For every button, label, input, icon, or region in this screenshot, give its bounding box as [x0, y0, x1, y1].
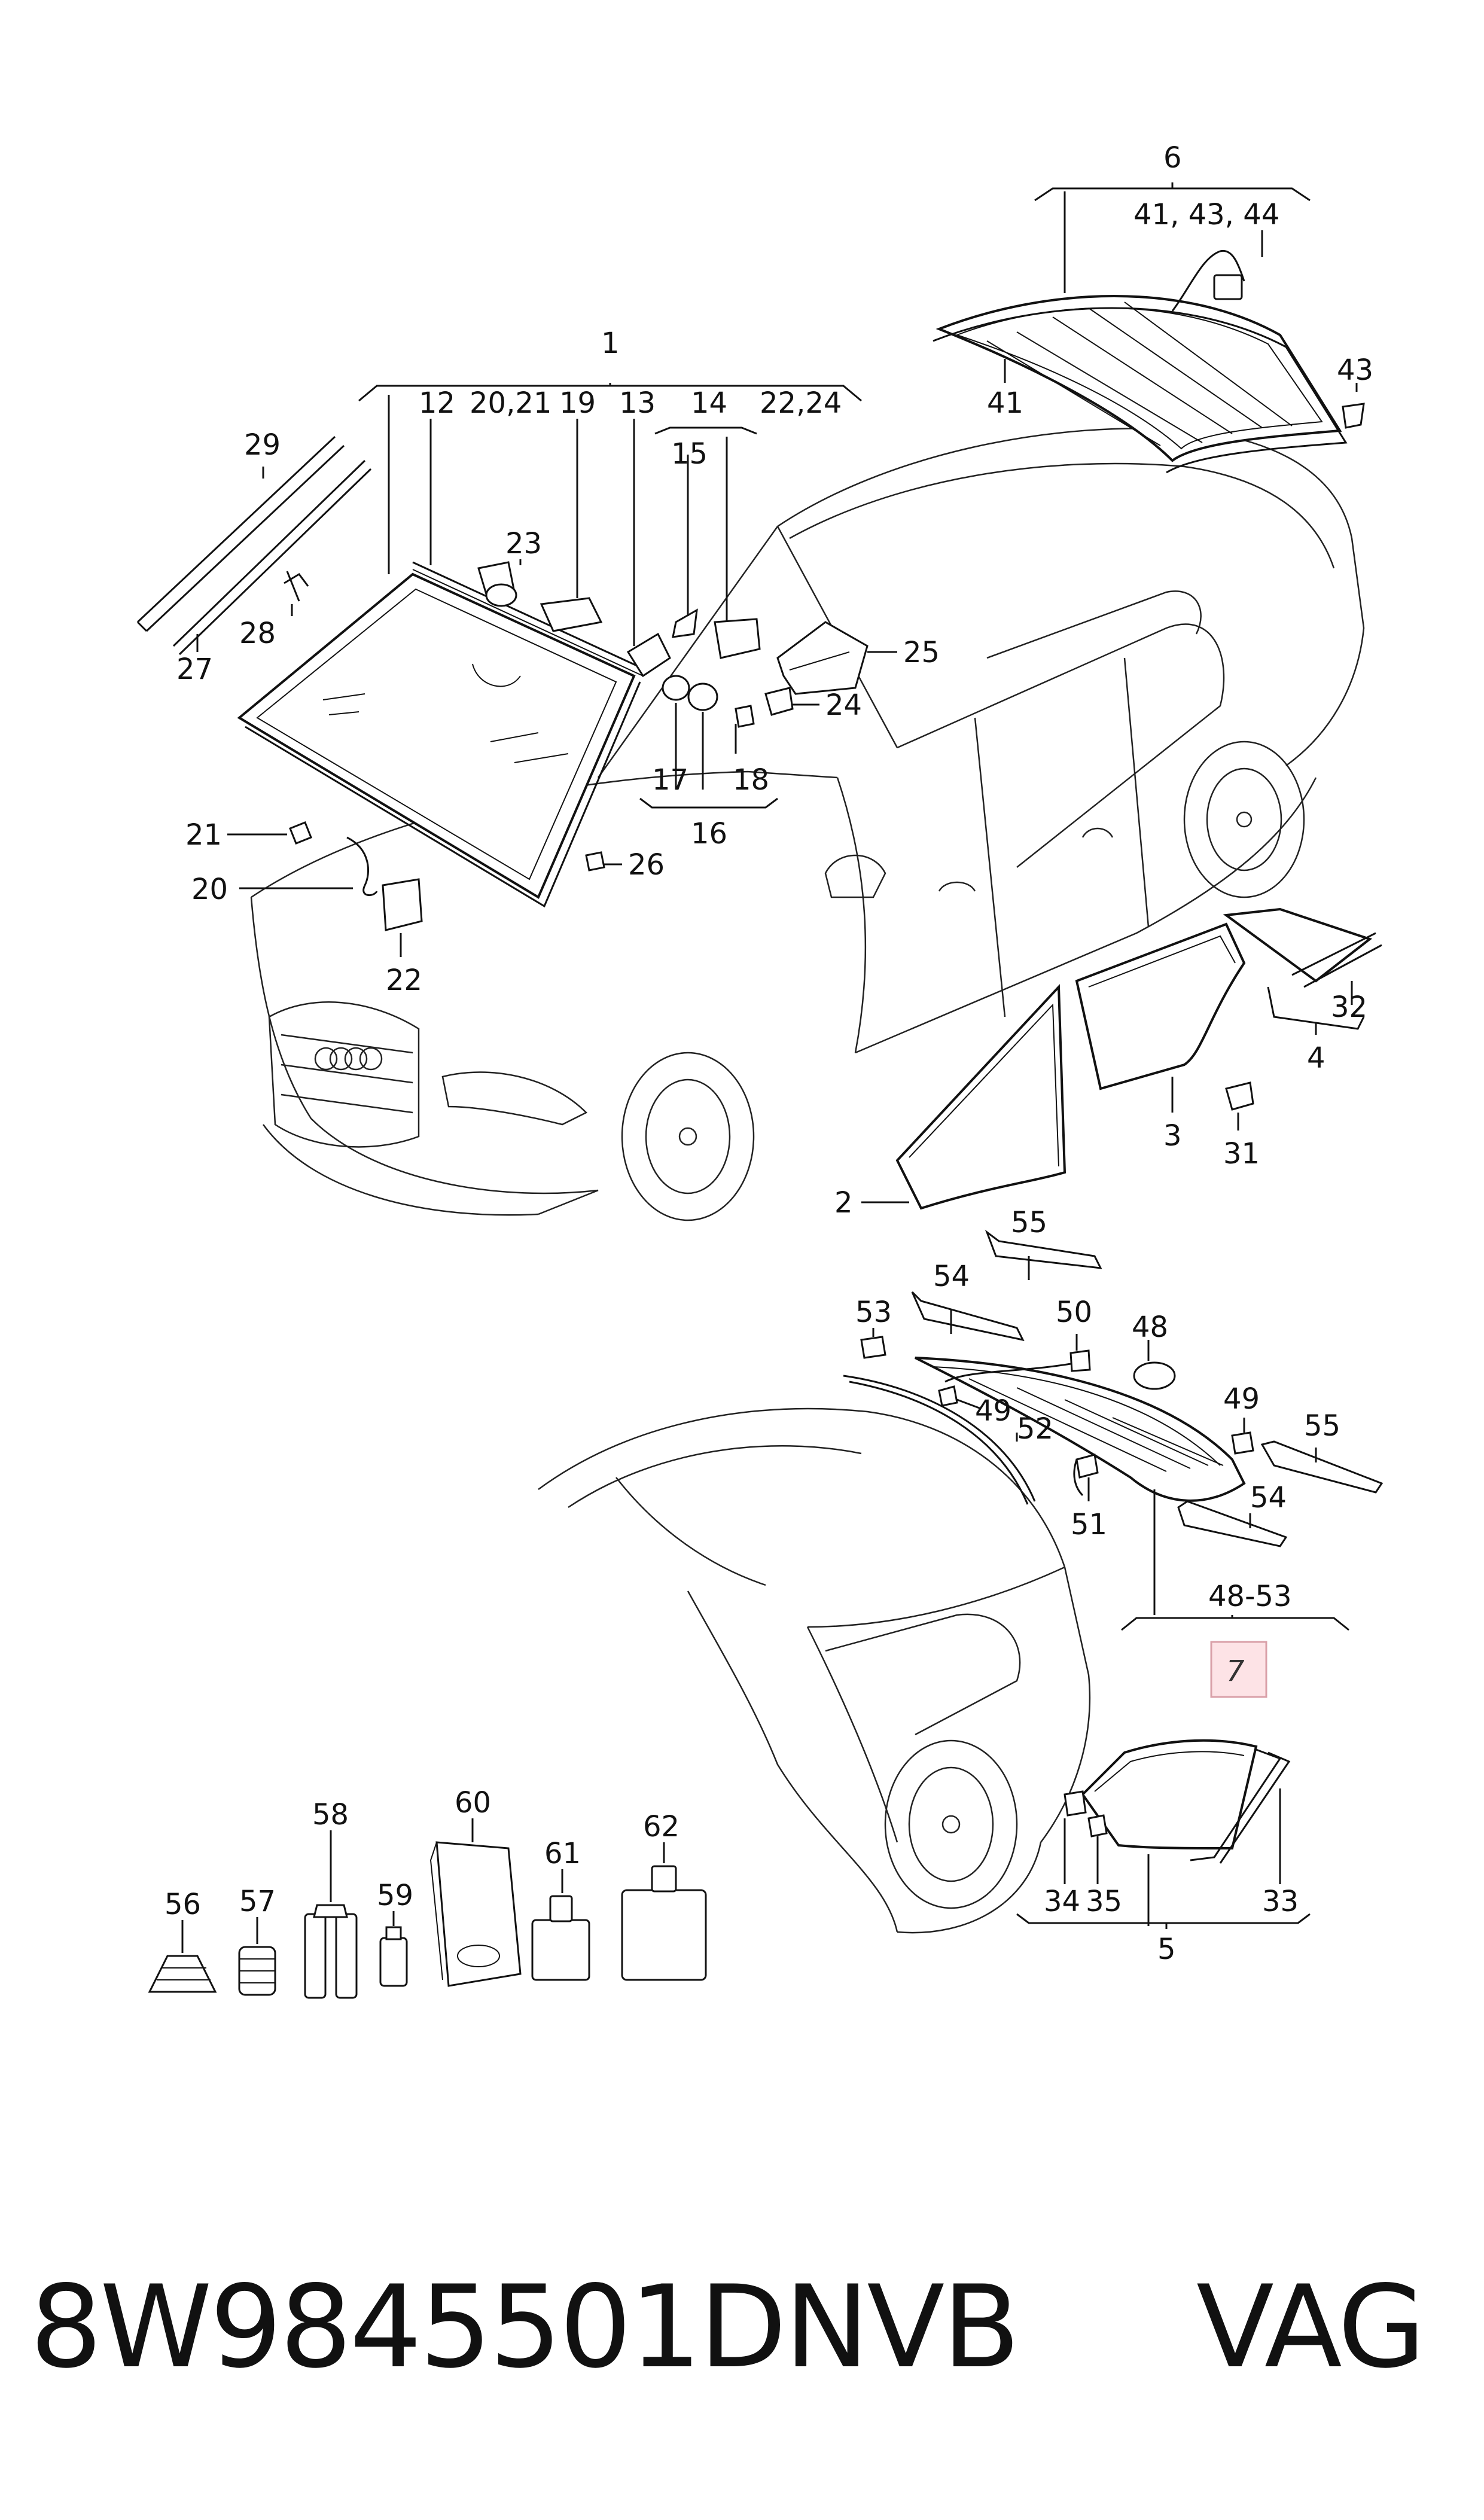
callout-60: 60: [455, 1786, 491, 1820]
callout-12: 12: [419, 386, 455, 420]
sunroof-glass-part: [933, 249, 1365, 474]
callout-34: 34: [1044, 1885, 1080, 1918]
callout-48: 48: [1132, 1311, 1168, 1344]
rear-car-outline: [538, 1407, 1091, 1934]
callout-35: 35: [1086, 1885, 1122, 1918]
callout-54-top: 54: [933, 1260, 970, 1293]
part-7-highlight: [1210, 1641, 1267, 1698]
callout-57: 57: [239, 1885, 276, 1918]
callout-2: 2: [834, 1186, 853, 1220]
callout-labels: 6 41, 43, 44 41 43 1 12 20,21 19 13 14 2…: [164, 141, 1373, 1966]
callout-21: 21: [185, 818, 222, 852]
callout-3: 3: [1163, 1119, 1182, 1153]
callout-59: 59: [377, 1879, 413, 1912]
callout-17: 17: [652, 763, 688, 797]
callout-15: 15: [671, 437, 708, 471]
callout-41: 41: [987, 386, 1023, 420]
door-glass-parts: [895, 907, 1382, 1210]
windscreen-small-parts: [284, 561, 869, 931]
callout-7: 7: [1226, 1654, 1245, 1688]
callout-49-right: 49: [1223, 1382, 1260, 1416]
callout-48-53: 48-53: [1208, 1580, 1291, 1613]
callout-13: 13: [619, 386, 656, 420]
front-car-outline: [250, 428, 1365, 1221]
callout-58: 58: [312, 1798, 349, 1832]
callout-1: 1: [601, 327, 620, 360]
callout-20-21: 20,21: [470, 386, 551, 420]
callout-43: 43: [1337, 354, 1373, 387]
callout-55-right: 55: [1304, 1409, 1340, 1443]
callout-54-right: 54: [1250, 1481, 1287, 1515]
callout-29: 29: [244, 428, 281, 462]
callout-52: 52: [1017, 1412, 1053, 1446]
callout-16: 16: [691, 817, 727, 851]
callout-31: 31: [1223, 1137, 1260, 1171]
callout-23: 23: [505, 527, 542, 560]
callout-28: 28: [239, 617, 276, 650]
rear-quarter-glass-part: [1064, 1739, 1291, 1864]
callout-22-24: 22,24: [760, 386, 842, 420]
callout-26: 26: [628, 848, 665, 882]
callout-33: 33: [1262, 1885, 1299, 1918]
callout-50: 50: [1056, 1296, 1092, 1329]
callout-24: 24: [825, 688, 862, 722]
rear-window-part: [843, 1229, 1384, 1547]
callout-56: 56: [164, 1888, 201, 1921]
callout-62: 62: [643, 1810, 679, 1843]
leader-lines: [181, 182, 1365, 1953]
callout-6-sub: 41, 43, 44: [1133, 198, 1279, 231]
callout-49-left: 49: [975, 1394, 1011, 1428]
callout-25: 25: [903, 636, 940, 669]
part-number: 8W9845501DNVB: [30, 2261, 1020, 2393]
callout-14: 14: [691, 386, 727, 420]
callout-27: 27: [176, 653, 213, 686]
callout-53: 53: [855, 1296, 892, 1329]
windscreen-part: [237, 561, 647, 908]
consumables-parts: [148, 1841, 707, 1999]
callout-22: 22: [386, 964, 422, 997]
callout-4: 4: [1307, 1041, 1325, 1075]
callout-55-top: 55: [1011, 1206, 1047, 1239]
callout-6: 6: [1163, 141, 1182, 175]
callout-19: 19: [559, 386, 596, 420]
callout-18: 18: [733, 763, 769, 797]
callout-5: 5: [1157, 1933, 1176, 1966]
callout-32: 32: [1331, 991, 1367, 1024]
callout-20: 20: [191, 873, 228, 906]
brand-label: VAG: [1196, 2261, 1426, 2393]
callout-61: 61: [544, 1837, 581, 1870]
callout-51: 51: [1071, 1508, 1107, 1541]
roof-strips-part: [136, 435, 372, 656]
